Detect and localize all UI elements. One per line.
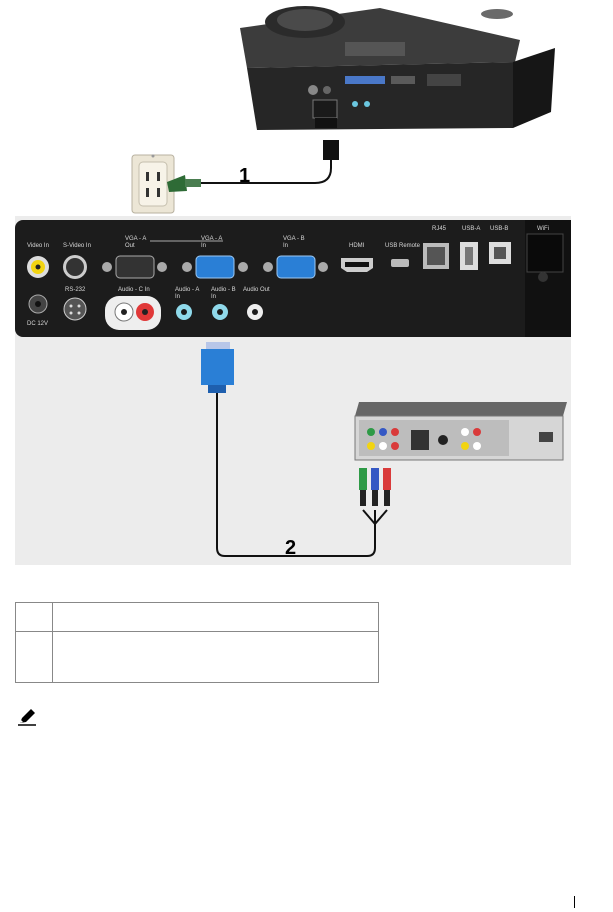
component-video-device: [354, 402, 567, 461]
vga-a-in-port: [182, 255, 248, 279]
audio-out-port: [247, 304, 263, 320]
callout-2: 2: [285, 537, 296, 559]
power-cable: [167, 140, 339, 192]
label-audio-c-in: Audio - C In: [118, 287, 150, 293]
label-dc-12v: DC 12V: [27, 321, 48, 327]
label-rs-232: RS-232: [65, 287, 86, 293]
page-footer-rule: [574, 896, 575, 908]
legend-number: [15, 631, 53, 683]
audio-c-in-ports: [105, 296, 161, 330]
power-outlet: [131, 154, 175, 214]
label-rj45: RJ45: [432, 226, 447, 232]
pencil-note-icon: [16, 707, 38, 727]
vga-to-component-cable: [216, 393, 388, 557]
label-video-in: Video In: [27, 243, 49, 249]
projector-image: [240, 6, 555, 130]
video-in-port: [27, 256, 49, 278]
legend-text: [52, 631, 379, 683]
usb-a-port: [460, 242, 478, 270]
legend-text: [52, 602, 379, 632]
label-usb-b: USB-B: [490, 226, 508, 232]
legend-row: [15, 631, 379, 683]
label-audio-out: Audio Out: [243, 287, 270, 293]
s-video-in-port: [63, 255, 87, 279]
rj45-port: [423, 243, 449, 269]
label-wifi: WiFi: [537, 226, 549, 232]
cable-legend-table: [15, 602, 379, 683]
legend-row: [15, 602, 379, 632]
vga-connector: [201, 342, 234, 393]
callout-1: 1: [239, 165, 250, 187]
legend-number: [15, 602, 53, 632]
vga-a-out-port: [102, 255, 167, 279]
wifi-slot: [526, 233, 564, 282]
audio-b-in-port: [212, 304, 228, 320]
dc-12v-port: [28, 294, 48, 314]
hdmi-port: [341, 258, 373, 272]
usb-remote-port: [391, 259, 409, 267]
label-hdmi: HDMI: [349, 243, 365, 249]
vga-b-in-port: [263, 255, 328, 279]
usb-b-port: [489, 242, 511, 264]
rs-232-port: [63, 297, 87, 321]
component-rca-plugs: [359, 468, 391, 506]
label-usb-a: USB-A: [462, 226, 480, 232]
audio-a-in-port: [176, 304, 192, 320]
label-s-video-in: S-Video In: [63, 243, 91, 249]
label-usb-remote: USB Remote: [385, 243, 421, 249]
